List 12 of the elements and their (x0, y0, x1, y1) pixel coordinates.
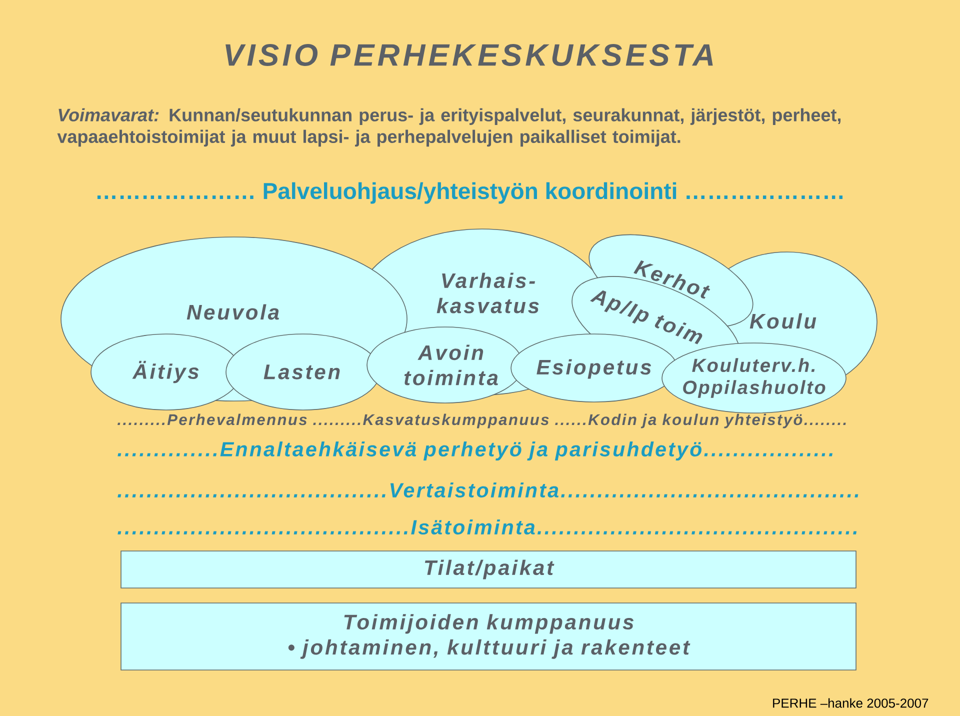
oval: Lasten (226, 334, 380, 410)
dotted-text-line: .....................................Vertaistoiminta......................................... (118, 482, 858, 498)
dotted-text-line: .........Perhevalmennus .........Kasvatuskumppanuus ......Kodin ja koulun yhteistyö........ (118, 414, 846, 428)
dotted-heading: ………………… Palveluohjaus/yhteistyön koordinointi ………………… (97, 182, 842, 204)
intro-paragraph: Voimavarat: Kunnan/seutukunnan perus- ja erityispalvelut, seurakunnat, järjestöt, perheet, vapaaehtoistoimijat ja muut lapsi- ja perhepalvelujen paikalliset toimijat. (57, 108, 841, 147)
info-bar: Tilat/paikat (120, 550, 856, 588)
oval: Äitiys (90, 334, 242, 410)
dotted-text-line: ..............Ennaltaehkäisevä perhetyö ja parisuhdetyö.................. (118, 441, 832, 461)
oval: Avoin toiminta (366, 326, 524, 404)
footer-text: PERHE –hanke 2005-2007 (773, 698, 928, 708)
title: VISIO PERHEKESKUKSESTA (226, 44, 713, 66)
info-bar: Toimijoiden kumppanuus • johtaminen, kulttuuri ja rakenteet (120, 602, 856, 670)
